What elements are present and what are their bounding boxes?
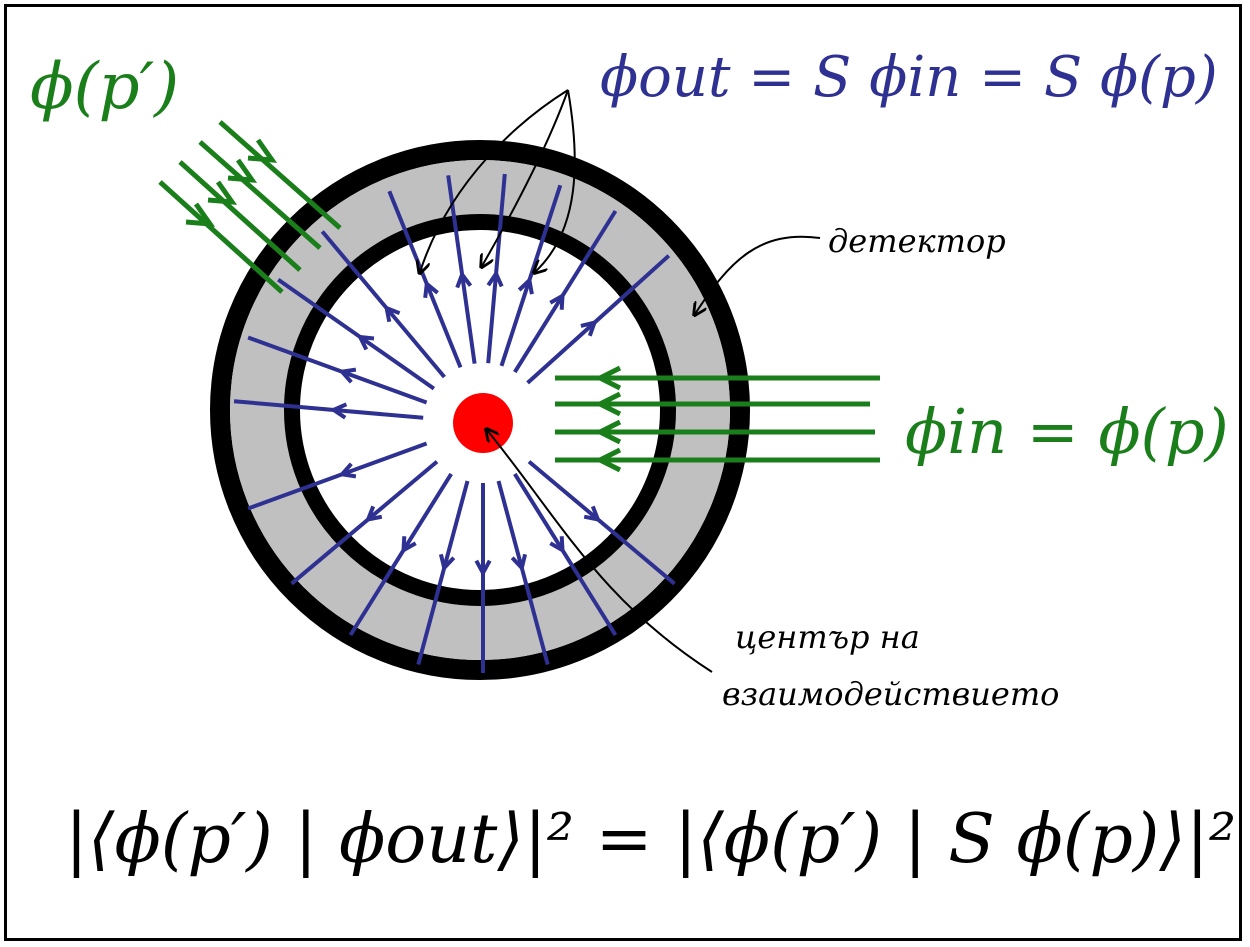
- incoming-arrowhead: [594, 419, 622, 445]
- phi-p-prime-label: ϕ(p′): [30, 50, 180, 124]
- incoming-arrowhead: [594, 391, 622, 417]
- detector-label: детектор: [828, 222, 1006, 260]
- outgoing-arrowhead: [383, 304, 401, 323]
- phi-out-equation: ϕout = S ϕin = S ϕ(p): [600, 45, 1218, 110]
- outgoing-arrowhead: [247, 138, 278, 163]
- interaction-center: [453, 393, 513, 453]
- outgoing-ray: [387, 190, 463, 369]
- pointer-lines: [420, 89, 821, 673]
- phi-out-pointer: [420, 89, 569, 272]
- outgoing-arrowhead: [474, 559, 492, 578]
- outgoing-ray: [348, 472, 453, 637]
- outgoing-ray: [527, 460, 676, 586]
- outgoing-arrowhead: [423, 280, 439, 299]
- outgoing-arrowhead: [207, 180, 238, 205]
- outgoing-arrowhead: [364, 505, 383, 523]
- outgoing-arrowhead: [549, 536, 565, 554]
- center-label-line1: център на: [735, 618, 920, 656]
- outgoing-arrowhead: [517, 276, 534, 295]
- outgoing-ray: [158, 180, 284, 294]
- outgoing-ray: [277, 277, 436, 391]
- outgoing-arrowhead: [455, 270, 473, 289]
- outgoing-beam: [158, 120, 342, 294]
- detector-outer-edge: [210, 140, 750, 680]
- outgoing-arrowhead: [580, 319, 598, 337]
- outgoing-ray: [496, 480, 550, 666]
- page-frame: [4, 4, 1242, 941]
- outgoing-arrowhead: [227, 158, 258, 183]
- outgoing-arrowhead: [338, 462, 357, 479]
- center-pointer: [487, 430, 713, 673]
- incoming-arrowhead: [594, 365, 622, 391]
- outgoing-wave-lines: [233, 173, 676, 673]
- outgoing-ray: [247, 441, 428, 511]
- outgoing-ray: [178, 160, 302, 272]
- outgoing-ray: [446, 175, 477, 364]
- outgoing-arrowhead: [329, 402, 348, 420]
- incoming-beam: [555, 365, 880, 473]
- outgoing-arrowhead: [338, 367, 357, 384]
- center-label-line2: взаимодействието: [722, 675, 1060, 713]
- outgoing-ray: [526, 254, 671, 385]
- outgoing-ray: [416, 480, 470, 666]
- outgoing-ray: [247, 335, 428, 405]
- phi-out-pointer: [535, 89, 576, 272]
- outgoing-arrowhead: [185, 202, 216, 227]
- phi-in-equation: ϕin = ϕ(p): [905, 395, 1229, 468]
- outgoing-ray: [198, 140, 322, 250]
- outgoing-ray: [513, 209, 618, 374]
- outgoing-arrowhead: [486, 269, 504, 288]
- phi-out-pointer: [482, 89, 569, 266]
- bottom-formula: |⟨ϕ(p′) | ϕout⟩|² = |⟨ϕ(p′) | S ϕ(p)⟩|²: [65, 800, 1237, 879]
- outgoing-arrowhead: [549, 292, 565, 310]
- outgoing-arrowhead: [510, 553, 528, 572]
- outgoing-arrowhead: [356, 334, 375, 351]
- outgoing-arrowhead: [438, 553, 456, 572]
- incoming-arrowhead: [594, 447, 622, 473]
- detector-pointer: [695, 235, 821, 314]
- outgoing-ray: [320, 230, 446, 379]
- outgoing-arrowhead: [583, 505, 602, 523]
- outgoing-ray: [513, 472, 618, 637]
- detector-body: [230, 160, 730, 660]
- outgoing-ray: [290, 460, 439, 586]
- outgoing-ray: [486, 173, 507, 364]
- outgoing-ray: [233, 399, 424, 420]
- outgoing-arrowhead: [401, 536, 417, 554]
- outgoing-ray: [218, 120, 342, 230]
